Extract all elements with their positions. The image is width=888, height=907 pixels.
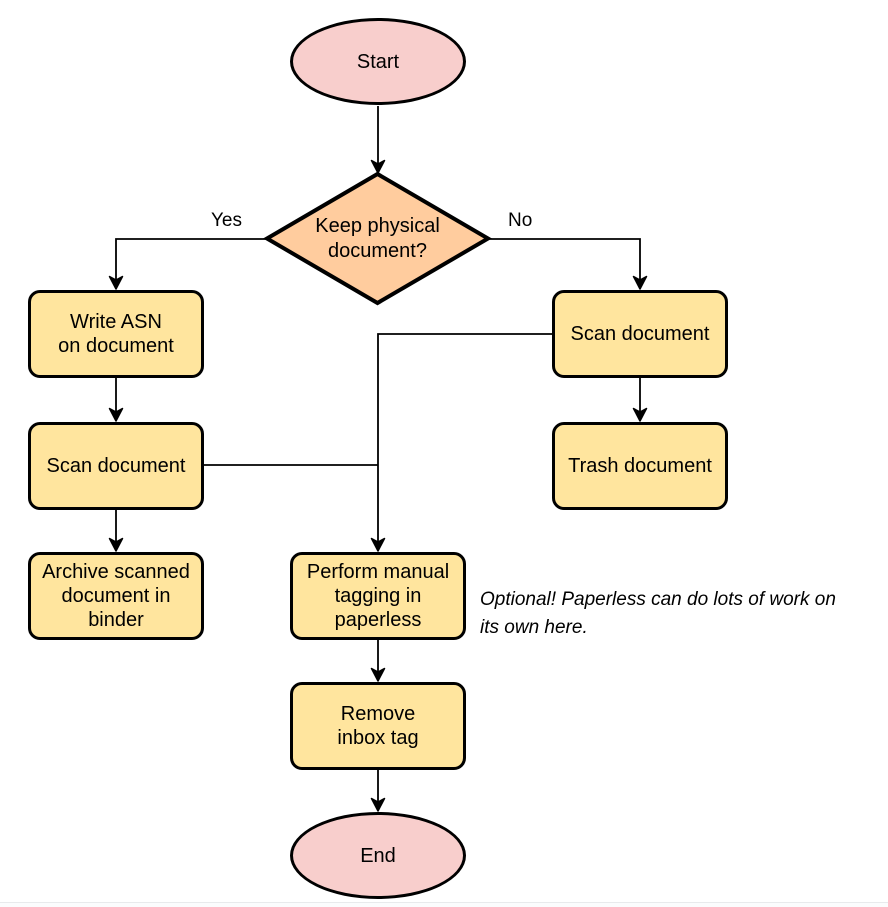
end-label: End xyxy=(360,844,396,867)
decision-label: Keep physical document? xyxy=(315,214,440,262)
optional-note: Optional! Paperless can do lots of work … xyxy=(480,589,836,638)
trash-document-node: Trash document xyxy=(552,422,728,510)
scan-document-left-label: Scan document xyxy=(46,455,186,477)
remove-inbox-tag-node: Remove inbox tag xyxy=(290,682,466,770)
edge-label-no: No xyxy=(508,210,533,231)
write-asn-node: Write ASN on document xyxy=(28,290,204,378)
diamond-shape xyxy=(263,171,492,306)
edge-decision-no-to-scan-right xyxy=(489,238,648,290)
end-node: End xyxy=(290,812,466,899)
manual-tagging-label: Perform manual tagging in paperless xyxy=(306,561,450,631)
manual-tagging-node: Perform manual tagging in paperless xyxy=(290,552,466,640)
archive-scanned-label: Archive scanned document in binder xyxy=(42,561,190,631)
remove-inbox-tag-label: Remove inbox tag xyxy=(337,703,419,749)
decision-keep-physical-node: Keep physical document? xyxy=(263,171,492,306)
scan-document-right-label: Scan document xyxy=(570,323,710,345)
start-node: Start xyxy=(290,18,466,105)
archive-scanned-node: Archive scanned document in binder xyxy=(28,552,204,640)
scan-document-left-node: Scan document xyxy=(28,422,204,510)
edge-decision-yes-to-write-asn xyxy=(108,238,266,290)
start-label: Start xyxy=(356,50,400,73)
edge-scan-right-to-tagging xyxy=(370,333,552,552)
scan-document-right-node: Scan document xyxy=(552,290,728,378)
write-asn-label: Write ASN on document xyxy=(58,311,174,357)
window-bottom-edge xyxy=(0,902,888,907)
edge-label-yes: Yes xyxy=(211,210,242,231)
trash-document-label: Trash document xyxy=(568,455,712,477)
